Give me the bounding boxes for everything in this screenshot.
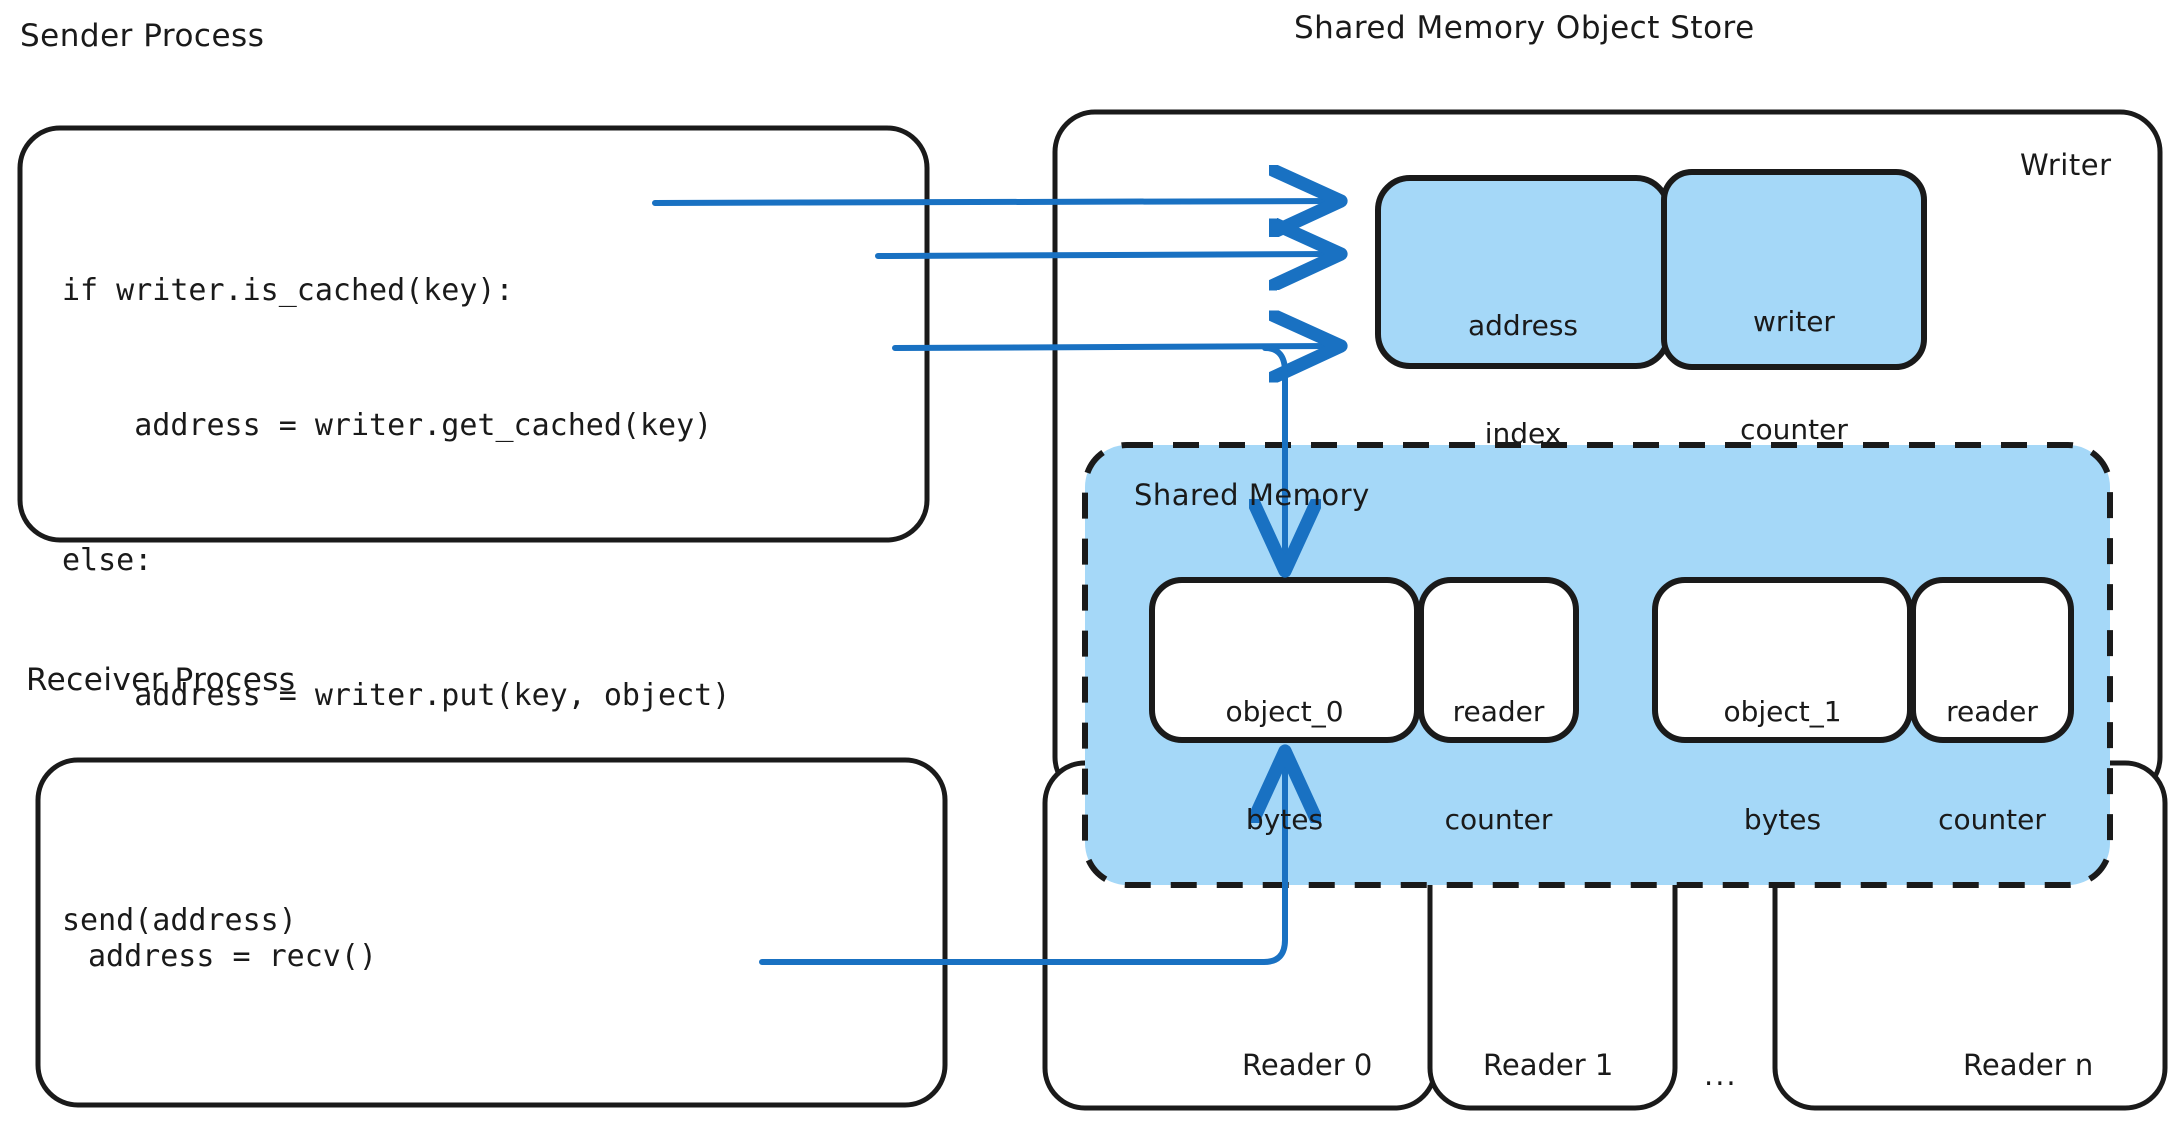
reader-counter-0-line-1: reader (1452, 695, 1545, 728)
readers-ellipsis: ... (1704, 1058, 1738, 1092)
shm-slot-0-object-label: object_0 bytes (1152, 622, 1417, 910)
object-1-line-1: object_1 (1723, 695, 1842, 728)
writer-counter-line-1: writer (1753, 305, 1835, 338)
shared-memory-region (1082, 442, 2113, 888)
address-index-line-1: address (1467, 309, 1578, 342)
sender-code-line-1: if writer.is_cached(key): (62, 273, 514, 308)
reader-n-label: Reader n (1963, 1048, 2094, 1082)
sender-code-line-3: else: (62, 543, 153, 578)
receiver-code-line-1: address = recv() (88, 939, 377, 974)
receiver-process-title: Receiver Process (26, 662, 296, 698)
writer-label: Writer (2020, 148, 2112, 182)
arrow-is-cached (652, 201, 1335, 203)
shm-slot-1-counter-label: reader counter (1913, 622, 2071, 910)
sender-code-line-6: send(address) (62, 903, 297, 938)
shm-slot-1-object-label: object_1 bytes (1655, 622, 1910, 910)
shm-slot-1-counter (1910, 577, 2074, 743)
address-index-line-2: index (1484, 417, 1562, 450)
reader-1-label: Reader 1 (1483, 1048, 1614, 1082)
reader-counter-1-line-2: counter (1938, 803, 2046, 836)
sender-process-title: Sender Process (20, 18, 265, 54)
sender-code-block: if writer.is_cached(key): address = writ… (62, 178, 730, 1033)
shm-slot-0-counter (1418, 577, 1579, 743)
reader-0-label: Reader 0 (1242, 1048, 1373, 1082)
receiver-code-block: address = recv() object = reader_0.get(a… (88, 844, 630, 1145)
shared-memory-object-store-title: Shared Memory Object Store (1294, 10, 1755, 46)
object-0-line-1: object_0 (1225, 695, 1344, 728)
writer-counter-line-2: counter (1740, 413, 1848, 446)
arrow-get-cached (875, 254, 1335, 256)
sender-process-box (17, 125, 930, 543)
shm-slot-0-object (1149, 577, 1420, 743)
arrow-put-to-index (892, 346, 1335, 348)
arrow-put-to-object0 (1265, 345, 1285, 565)
sender-code-line-4: address = writer.put(key, object) (62, 678, 731, 713)
shm-slot-0-counter-label: reader counter (1421, 622, 1576, 910)
reader-counter-1-line-1: reader (1946, 695, 2038, 728)
writer-cell-address-index-label: address index (1378, 236, 1668, 524)
sender-code-line-2: address = writer.get_cached(key) (62, 408, 713, 443)
shared-memory-label: Shared Memory (1134, 478, 1370, 512)
object-0-line-2: bytes (1245, 803, 1324, 836)
writer-cell-writer-counter-label: writer counter (1664, 232, 1924, 520)
writer-cell-writer-counter (1661, 169, 1927, 370)
object-1-line-2: bytes (1743, 803, 1822, 836)
receiver-code-spacer (88, 1069, 630, 1121)
reader-counter-0-line-2: counter (1444, 803, 1553, 836)
arrow-reader-get (759, 757, 1285, 965)
receiver-process-box (35, 757, 948, 1108)
